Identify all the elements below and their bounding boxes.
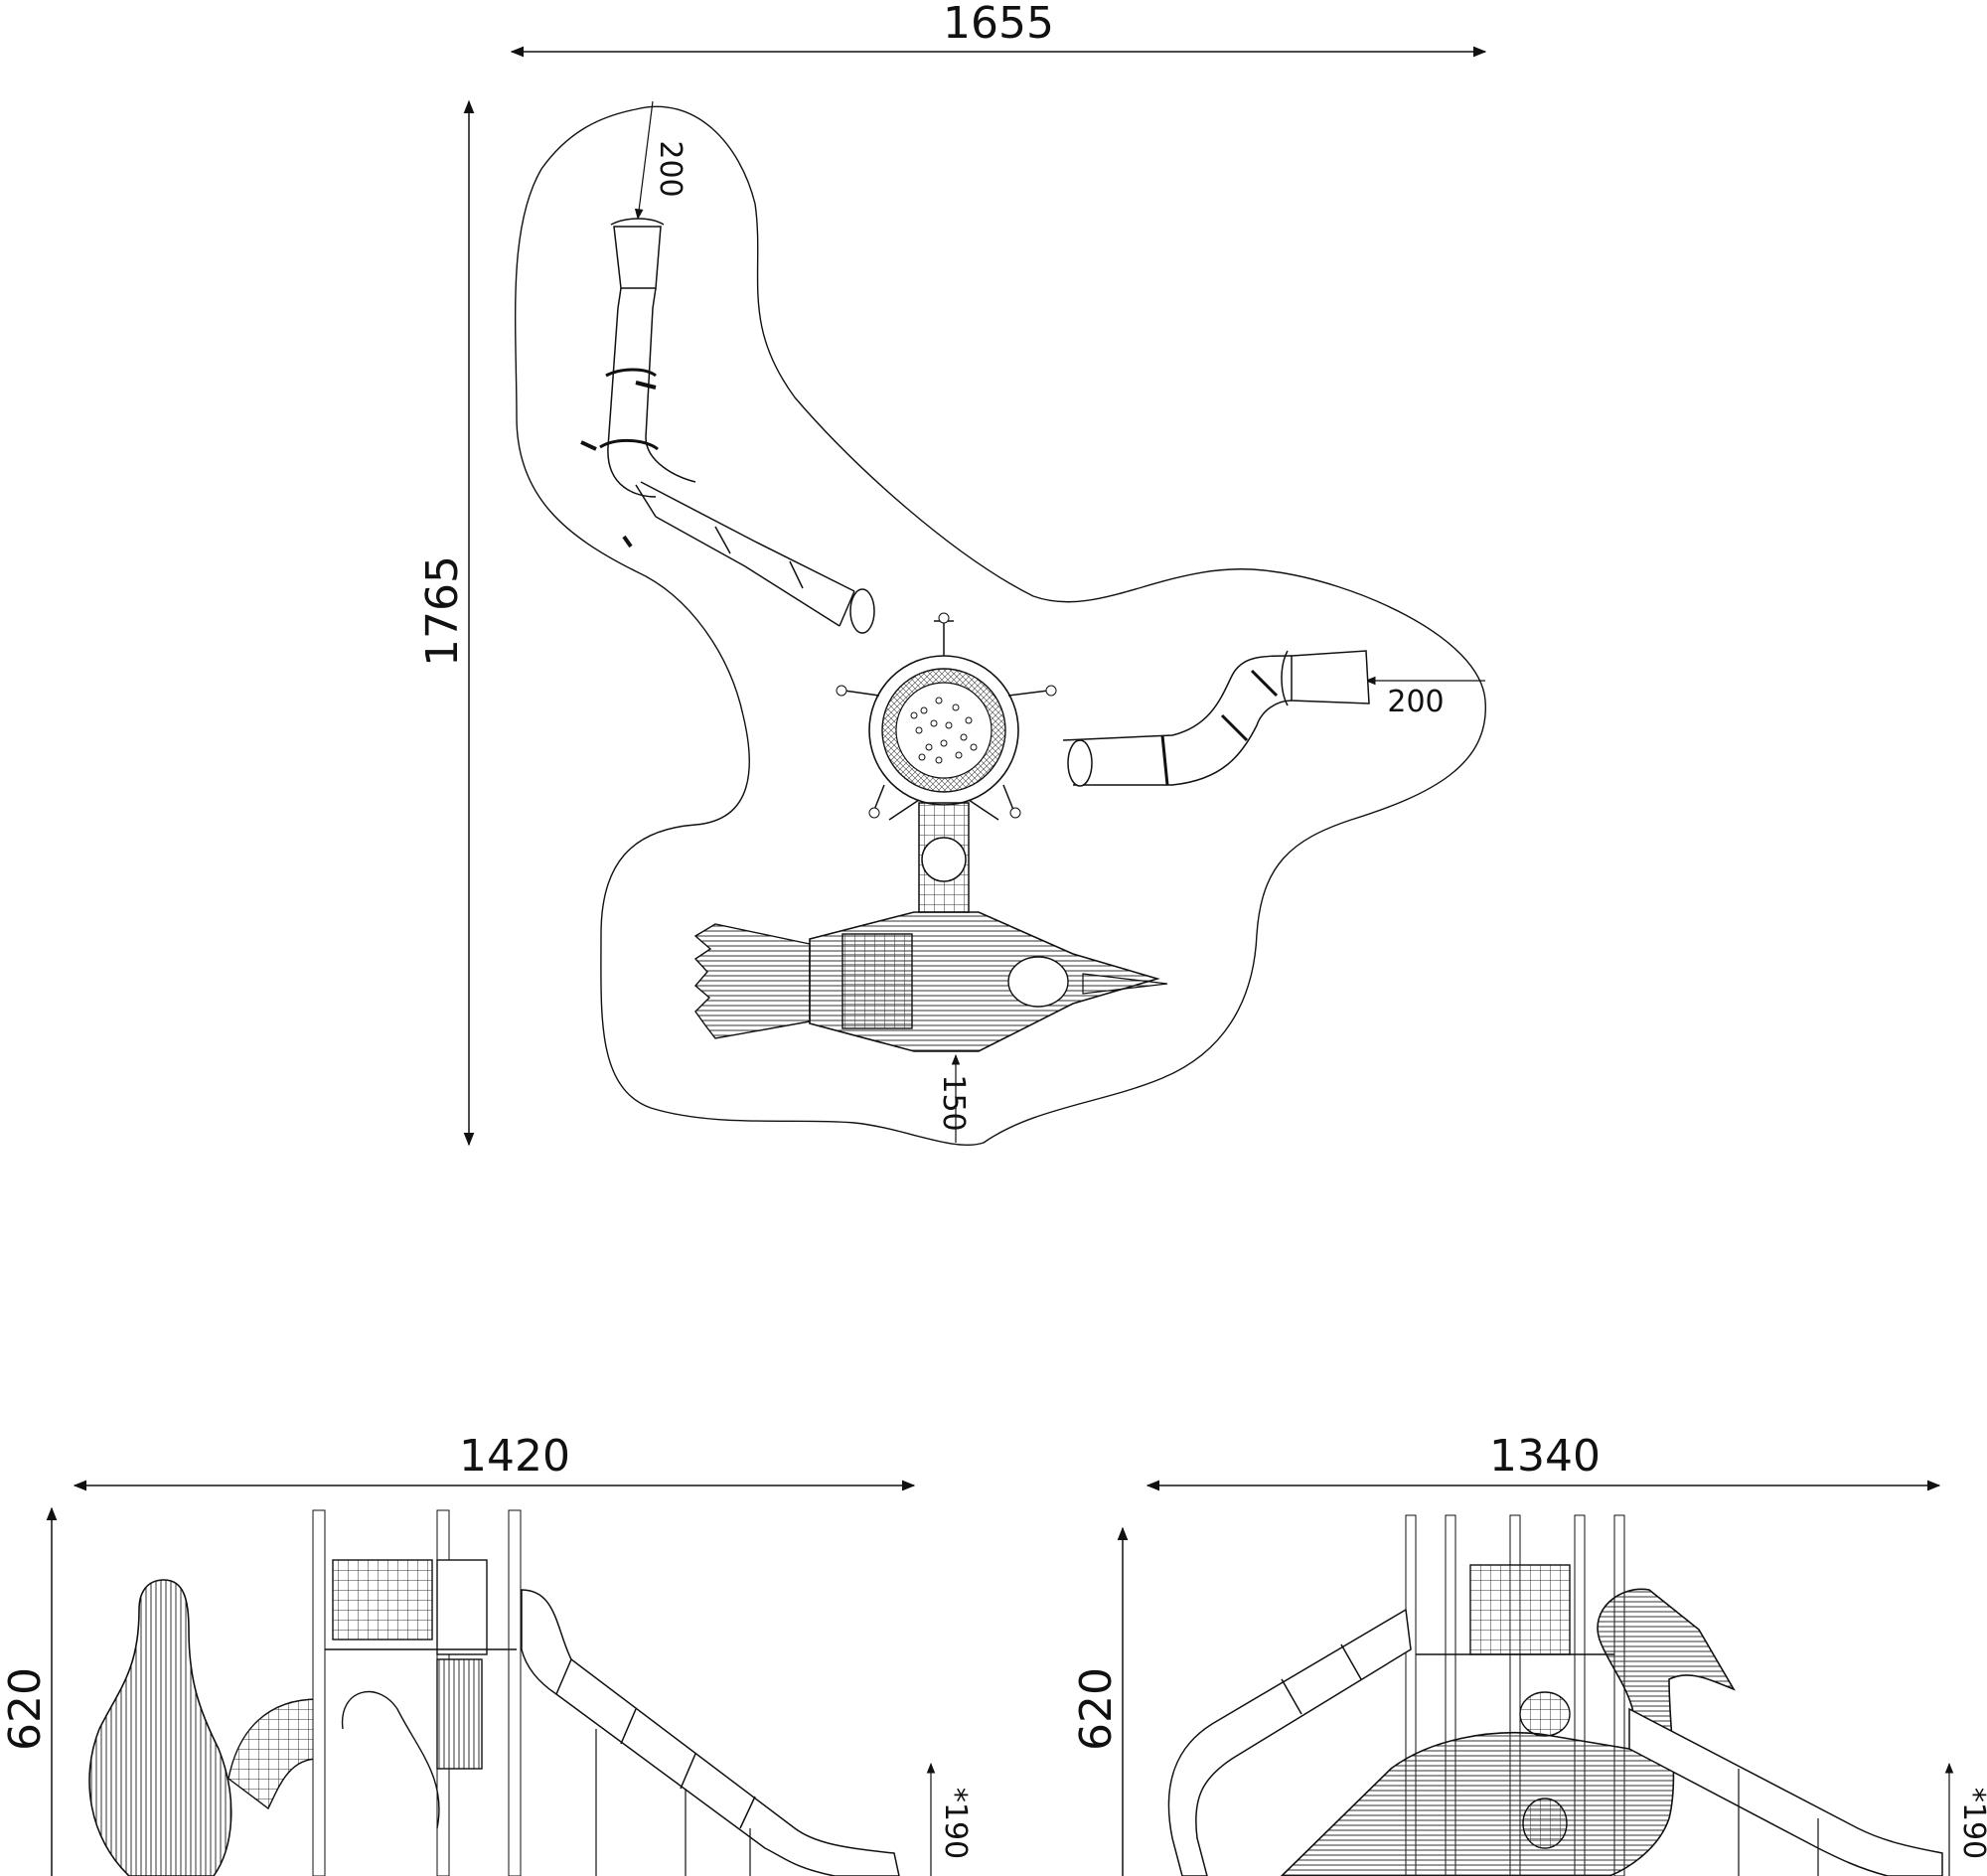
bird-window-upper — [1519, 1691, 1571, 1737]
left-tube-slide-front — [1167, 1608, 1412, 1876]
front-width-label: 1340 — [1489, 1431, 1601, 1482]
side-width-label: 1420 — [459, 1431, 570, 1482]
bottom-clearance-label: 150 — [936, 1074, 971, 1131]
tower-front — [1405, 1514, 1625, 1876]
right-clearance-label: 200 — [1387, 685, 1444, 719]
upper-tube-slide — [580, 218, 875, 634]
front-elevation-view: 1340 620 *190 — [1071, 1431, 1987, 1876]
safety-zone-outline — [514, 105, 1486, 1147]
plan-width-label: 1655 — [943, 0, 1054, 49]
top-clearance-line — [634, 100, 654, 221]
front-height-label: 620 — [1071, 1667, 1122, 1751]
plan-view: 1655 1765 200 200 150 — [417, 0, 1487, 1147]
front-fall-height-label: *190 — [1956, 1788, 1987, 1859]
tower-side — [312, 1509, 522, 1876]
right-tube-slide — [1062, 650, 1370, 787]
bird-playhouse-plan — [693, 911, 1168, 1052]
side-elevation-view: 1420 620 *190 — [0, 1431, 973, 1876]
bird-figure-front — [1280, 1588, 1736, 1876]
tube-slide-side — [521, 1589, 900, 1876]
central-tower — [836, 612, 1057, 821]
side-fall-height-label: *190 — [938, 1788, 973, 1859]
bird-window-lower — [1522, 1798, 1568, 1849]
coil-tunnel-side — [228, 1698, 319, 1810]
plan-height-label: 1765 — [417, 555, 468, 667]
right-tube-slide-front — [1628, 1707, 1943, 1876]
mesh-tunnel-connector — [918, 802, 970, 913]
top-clearance-label: 200 — [653, 140, 688, 197]
bird-figure-side — [88, 1579, 232, 1876]
side-height-label: 620 — [0, 1667, 51, 1751]
